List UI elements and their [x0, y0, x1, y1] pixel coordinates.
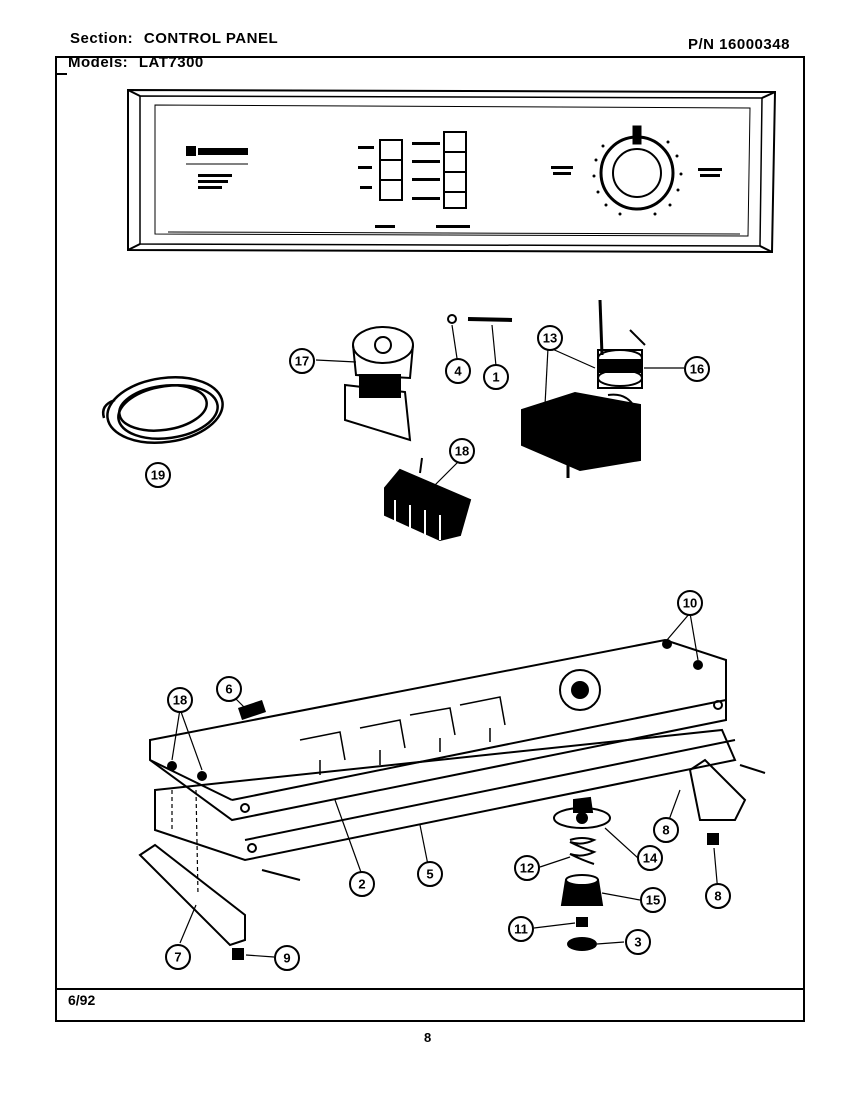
- callout-label: 10: [683, 596, 697, 611]
- section-label: Section: CONTROL PANEL: [70, 30, 278, 47]
- callout-label: 16: [690, 362, 704, 377]
- footer-divider: [55, 988, 805, 990]
- label-strip-icon: [238, 700, 266, 720]
- timer-dial-icon: [551, 125, 722, 216]
- callout-9-marker: 9: [274, 945, 300, 971]
- left-bracket-icon: [138, 843, 246, 947]
- callout-label: 12: [520, 861, 534, 876]
- callout-1-marker: 1: [483, 364, 509, 390]
- callout-2-marker: 2: [349, 871, 375, 897]
- callout-label: 8: [714, 889, 721, 904]
- callout-5-marker: 5: [417, 861, 443, 887]
- callout-4-marker: 4: [445, 358, 471, 384]
- diagram-frame: [55, 56, 805, 1022]
- models-label-text: Models:: [68, 54, 129, 71]
- callout-label: 18: [455, 444, 469, 459]
- mounting-screw-icon: [261, 764, 766, 881]
- callout-label: 11: [514, 922, 528, 937]
- wire-harness-icon: [101, 376, 224, 444]
- callout-6-marker: 6: [216, 676, 242, 702]
- callout-15-marker: 15: [640, 887, 666, 913]
- callout-11-marker: 11: [508, 916, 534, 942]
- callout-8-marker: 8: [705, 883, 731, 909]
- temperature-switch-icon: [344, 326, 414, 442]
- callout-13-marker: 13: [537, 325, 563, 351]
- page-number: 8: [424, 1030, 432, 1045]
- callout-label: 13: [543, 331, 557, 346]
- temperature-buttons: [412, 131, 470, 228]
- models-label: Models: LAT7300: [68, 54, 204, 71]
- models-value: LAT7300: [138, 54, 204, 71]
- right-bracket-icon: [688, 758, 747, 821]
- callout-14-marker: 14: [637, 845, 663, 871]
- callout-label: 19: [151, 468, 165, 483]
- callout-18-marker: 18: [449, 438, 475, 464]
- callout-8-marker: 8: [653, 817, 679, 843]
- callout-7-marker: 7: [165, 944, 191, 970]
- callout-label: 18: [173, 693, 187, 708]
- control-panel-face: [127, 88, 777, 254]
- callout-label: 1: [492, 370, 499, 385]
- screws-10-icon: [167, 639, 703, 781]
- callout-3-marker: 3: [625, 929, 651, 955]
- callout-label: 14: [643, 851, 658, 866]
- button-rod-icon: [467, 317, 513, 322]
- load-size-buttons: [358, 139, 403, 228]
- part-number: P/N 16000348: [688, 36, 790, 53]
- callout-label: 17: [295, 354, 309, 369]
- callout-18-marker: 18: [167, 687, 193, 713]
- callout-label: 15: [646, 893, 660, 908]
- maytag-logo-icon: [186, 146, 248, 189]
- callout-label: 6: [225, 682, 232, 697]
- timer-assembly-icon: [521, 299, 646, 478]
- section-value: CONTROL PANEL: [143, 30, 279, 47]
- models-underline: [55, 73, 67, 75]
- nut-clip-9-icon: [232, 948, 244, 960]
- callout-17-marker: 17: [289, 348, 315, 374]
- callout-label: 9: [283, 951, 290, 966]
- callout-label: 7: [174, 950, 181, 965]
- console-frame-icon: [149, 638, 737, 862]
- callout-16-marker: 16: [684, 356, 710, 382]
- callout-19-marker: 19: [145, 462, 171, 488]
- nut-clip-8-icon: [707, 833, 719, 845]
- revision-date: 6/92: [68, 992, 96, 1008]
- section-label-text: Section:: [70, 30, 134, 47]
- callout-10-marker: 10: [677, 590, 703, 616]
- callout-12-marker: 12: [514, 855, 540, 881]
- push-button-assembly-icon: [384, 457, 472, 542]
- timer-knob-assembly-icon: [553, 796, 611, 951]
- callout-label: 3: [634, 935, 641, 950]
- callout-label: 2: [358, 877, 365, 892]
- callout-label: 8: [662, 823, 669, 838]
- callout-label: 4: [454, 364, 462, 379]
- knob-clip-icon: [447, 314, 457, 324]
- callout-label: 5: [426, 867, 433, 882]
